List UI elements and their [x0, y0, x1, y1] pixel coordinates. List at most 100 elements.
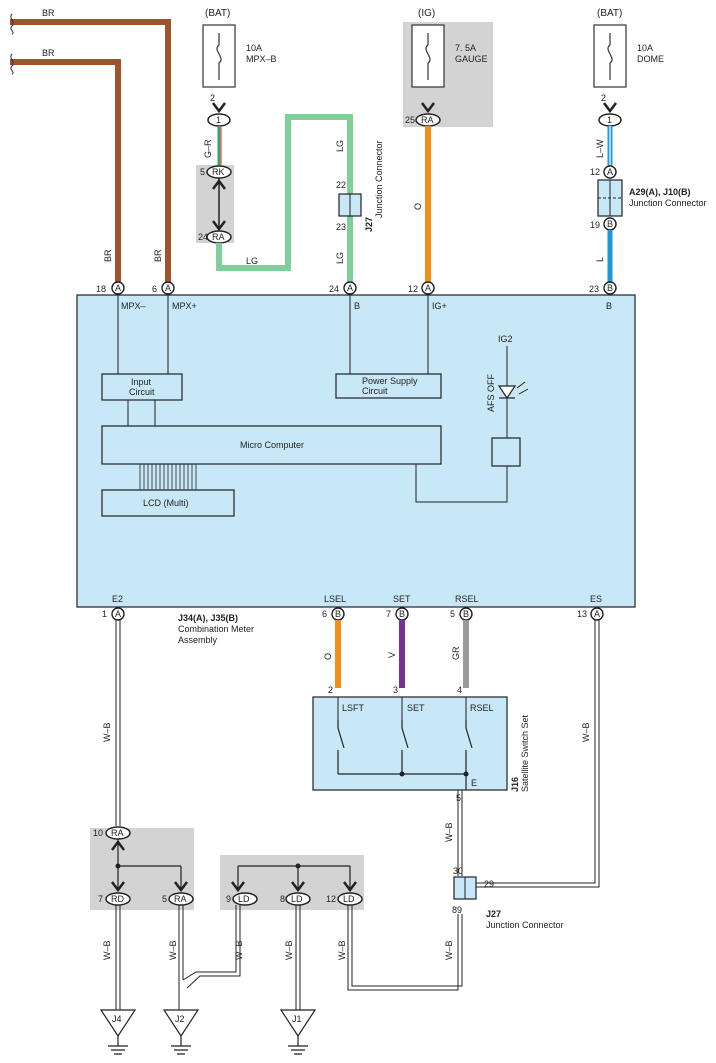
joint-ld-p3-num: 12 [326, 894, 336, 904]
afs-led-icon [497, 385, 517, 400]
ground-j1: J1 [279, 1009, 317, 1055]
bottom-pin-1-name: E2 [112, 594, 123, 604]
wire-label-br-1: BR [42, 8, 55, 18]
ground-j2: J2 [162, 1009, 200, 1055]
bottom-pin-4-conn-label: B [463, 609, 469, 619]
j27-top-label: Junction Connector [374, 140, 384, 218]
wire-label-o-bottom: O [323, 653, 333, 660]
joint-ra-top-label: RA [111, 828, 124, 838]
bottom-pin-4-num: 5 [450, 609, 455, 619]
wire-label-o-top: O [413, 203, 423, 210]
module-top-pins: 18 A MPX– 6 A MPX+ 24 A B 12 A IG+ 23 B … [96, 281, 617, 311]
joint-ld-p2-num: 8 [280, 894, 285, 904]
joint-ra-left-num: 7 [98, 894, 103, 904]
bottom-pin-1-conn [111, 607, 125, 621]
wire-label-gr-pink: G–R [203, 139, 213, 158]
ground-j1-label: J1 [292, 1014, 302, 1024]
wire-label-wb-4: W–B [102, 940, 112, 960]
top-pin-1-conn-label: A [115, 283, 121, 293]
joint-ld-p1-conn [232, 892, 258, 906]
input-circuit-label-1: Input [131, 377, 152, 387]
lg-wire [216, 114, 353, 282]
top-pin-5-conn [603, 281, 617, 295]
switch-pin-3: 4 [457, 685, 462, 695]
wire-label-br-2: BR [42, 48, 55, 58]
top-pin-2-conn [161, 281, 175, 295]
fuse-dome-pin: 2 [601, 93, 606, 103]
input-circuit-block [101, 373, 183, 401]
joint-ra-left-conn [105, 892, 131, 906]
wire-label-wb-5: W–B [168, 940, 178, 960]
joint-ra-left-arrow [111, 881, 125, 893]
a29-code: A29(A), J10(B) [629, 187, 691, 197]
fuse-dome-arrow [603, 102, 617, 114]
j27b-pin-right: 29 [484, 879, 494, 889]
ra-pin: 24 [198, 232, 208, 242]
wire-label-lg-2: LG [335, 140, 345, 152]
module-label-2: Assembly [178, 635, 218, 645]
ground-j2-symbol-icon [171, 1036, 191, 1055]
switch-e-pin: 5 [456, 793, 461, 803]
switch-pin-1: 2 [328, 685, 333, 695]
a29-conn-b-label: B [607, 219, 613, 229]
top-pin-1-conn [111, 281, 125, 295]
fuse-gauge-name: GAUGE [455, 54, 488, 64]
ground-j2-label: J2 [175, 1014, 185, 1024]
top-pin-5-name: B [606, 301, 612, 311]
wire-label-lg-1: LG [246, 256, 258, 266]
joint-ra-right-conn [168, 892, 194, 906]
switch-rsel-contact [465, 720, 473, 774]
switch-set-contact [401, 720, 409, 774]
wire-label-wb-1: W–B [102, 722, 112, 742]
a29-pin-b: 19 [590, 220, 600, 230]
wire-label-br-4: BR [153, 249, 163, 262]
joint-ra-right-label: RA [174, 894, 187, 904]
ground-j1-symbol-icon [288, 1036, 308, 1055]
lcd-block [101, 489, 235, 517]
ground-j4: J4 [99, 1009, 137, 1055]
joint-ld-p1-label: LD [238, 894, 250, 904]
joint-ra-node [115, 863, 121, 869]
joint-ld-p1-num: 9 [226, 894, 231, 904]
fuse-gauge-source: (IG) [418, 8, 435, 19]
afs-off-label: AFS OFF [486, 373, 496, 412]
bottom-pin-1-conn-label: A [115, 609, 121, 619]
j27-top-code: J27 [364, 217, 374, 232]
fuse-mpx-conn-label: 1 [216, 115, 221, 125]
fuse-gauge-pin: 25 [405, 115, 415, 125]
fuse-gauge-element [425, 33, 431, 80]
top-pin-3-conn [343, 281, 357, 295]
rk-arrow-up [212, 178, 226, 190]
bottom-pin-1-num: 1 [102, 609, 107, 619]
wire-label-wb-6: W–B [234, 940, 244, 960]
switch-set-label: Satellite Switch Set [520, 714, 530, 792]
joint-ra-right-num: 5 [162, 894, 167, 904]
switch-node-1 [399, 771, 405, 777]
wire-label-br-3: BR [103, 249, 113, 262]
br-wire-1 [10, 19, 171, 282]
top-pin-3-num: 24 [329, 284, 339, 294]
top-pin-1-name: MPX– [121, 301, 146, 311]
joint-ld-arrow-2 [291, 881, 305, 893]
fuse-mpx-element [216, 33, 222, 80]
ground-j2-triangle [162, 1009, 200, 1038]
switch-label-rsel: RSEL [470, 703, 494, 713]
top-pin-4-num: 12 [408, 284, 418, 294]
a29-conn-a [603, 165, 617, 179]
rk-label: RK [212, 167, 225, 177]
top-pin-2-conn-label: A [165, 283, 171, 293]
wire-label-l: L [595, 257, 605, 262]
fuse-gauge-conn-label: RA [421, 115, 434, 125]
j27-top-pin-b: 23 [336, 222, 346, 232]
fuse-mpx-name: MPX–B [246, 54, 277, 64]
fuse-gauge-amp: 7. 5A [455, 43, 476, 53]
joint-ra-left-label: RD [111, 894, 124, 904]
wire-label-wb-9: W–B [444, 940, 454, 960]
ground-j1-triangle [279, 1009, 317, 1038]
micro-to-afs-line [415, 464, 508, 503]
bottom-pin-2-name: LSEL [324, 594, 346, 604]
top-pin-4-name: IG+ [432, 301, 447, 311]
j27b-pin-top: 30 [453, 866, 463, 876]
top-pin-2-num: 6 [152, 284, 157, 294]
top-pin-4-conn-label: A [425, 283, 431, 293]
